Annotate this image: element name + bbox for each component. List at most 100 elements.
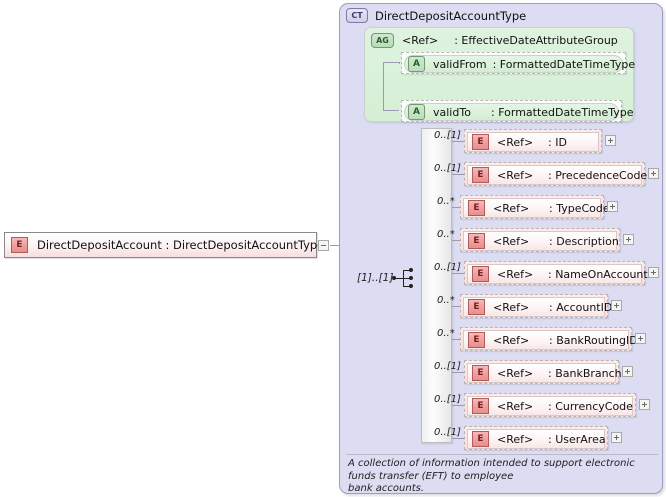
element-row-typecode[interactable]: E <Ref> : TypeCode <box>460 195 610 219</box>
element-row-nameonaccount[interactable]: E <Ref> : NameOnAccount <box>464 261 648 285</box>
element-row-precedencecode[interactable]: E <Ref> : PrecedenceCode <box>464 162 647 186</box>
element-inner-typecode: E <Ref> : TypeCode <box>463 198 610 218</box>
connector-attrgroup-vertical <box>383 62 384 110</box>
sequence-cardinality: [1]..[1] <box>357 272 394 284</box>
attribute-icon: A <box>408 56 425 72</box>
connector-element-4 <box>452 240 460 241</box>
element-expand-toggle[interactable] <box>611 300 622 311</box>
element-inner-bankbranch: E <Ref> : BankBranch <box>467 363 622 383</box>
element-ref: <Ref> <box>493 201 530 215</box>
attribute-row-validto[interactable]: A validTo : FormattedDateTimeType <box>401 100 634 122</box>
element-inner-id: E <Ref> : ID <box>467 132 599 152</box>
element-expand-toggle[interactable] <box>605 135 616 146</box>
element-ref: <Ref> <box>497 168 534 182</box>
connector-attr-1 <box>383 62 399 63</box>
connector-element-2 <box>452 174 464 175</box>
element-inner-userarea: E <Ref> : UserArea <box>467 429 606 449</box>
attribute-name: validTo <box>433 105 471 119</box>
element-type: : BankBranch <box>548 366 622 380</box>
connector-element-5 <box>452 273 464 274</box>
element-cardinality: 0..[1] <box>434 163 461 174</box>
element-inner-bankroutingid: E <Ref> : BankRoutingID <box>463 330 638 350</box>
attribute-name: validFrom <box>433 57 487 71</box>
element-ref: <Ref> <box>493 234 530 248</box>
attribute-icon: A <box>408 104 425 120</box>
element-icon: E <box>472 266 489 282</box>
element-icon: E <box>11 237 28 253</box>
element-icon: E <box>472 431 489 447</box>
element-expand-toggle[interactable] <box>611 432 622 443</box>
element-cardinality: 0..[1] <box>434 427 461 438</box>
sequence-compositor-icon[interactable] <box>392 268 422 288</box>
connector-attr-1-drop <box>399 62 400 64</box>
element-type: : CurrencyCode <box>548 399 633 413</box>
element-ref: <Ref> <box>497 432 534 446</box>
complextype-annotation: A collection of information intended to … <box>348 458 635 494</box>
element-icon: E <box>472 134 489 150</box>
sequence-panel <box>421 128 452 443</box>
element-type: : ID <box>548 135 567 149</box>
connector-element-10 <box>452 438 464 439</box>
element-row-bankbranch[interactable]: E <Ref> : BankBranch <box>464 360 622 384</box>
element-row-currencycode[interactable]: E <Ref> : CurrencyCode <box>464 393 636 417</box>
element-cardinality: 0..* <box>437 229 455 240</box>
element-ref: <Ref> <box>493 300 530 314</box>
element-inner-precedencecode: E <Ref> : PrecedenceCode <box>467 165 647 185</box>
element-icon: E <box>468 200 485 216</box>
element-cardinality: 0..[1] <box>434 130 461 141</box>
element-icon: E <box>472 398 489 414</box>
connector-element-9 <box>452 405 464 406</box>
element-expand-toggle[interactable] <box>635 333 646 344</box>
attribute-inner-validto: A validTo : FormattedDateTimeType <box>404 103 634 121</box>
attribute-inner-validfrom: A validFrom : FormattedDateTimeType <box>404 55 635 73</box>
element-expand-toggle[interactable] <box>648 267 659 278</box>
attribute-group-ref: <Ref> <box>402 34 439 47</box>
attribute-group-icon: AG <box>371 33 394 48</box>
element-inner-description: E <Ref> : Description <box>463 231 619 251</box>
element-icon: E <box>472 365 489 381</box>
element-icon: E <box>468 299 485 315</box>
connector-attr-2 <box>383 110 399 111</box>
attribute-group-header: AG <Ref> : EffectiveDateAttributeGroup <box>371 33 618 48</box>
complextype-header: CT DirectDepositAccountType <box>346 8 526 23</box>
connector-element-8 <box>452 372 464 373</box>
root-element-collapse-toggle[interactable] <box>318 240 329 251</box>
complextype-title: DirectDepositAccountType <box>375 8 527 23</box>
attribute-group-box[interactable]: AG <Ref> : EffectiveDateAttributeGroup A… <box>364 27 635 122</box>
element-cardinality: 0..* <box>437 196 455 207</box>
attribute-type: : FormattedDateTimeType <box>491 105 634 119</box>
element-expand-toggle[interactable] <box>622 366 633 377</box>
element-type: : NameOnAccount <box>548 267 648 281</box>
element-cardinality: 0..[1] <box>434 394 461 405</box>
attribute-group-type: : EffectiveDateAttributeGroup <box>454 34 618 47</box>
element-type: : PrecedenceCode <box>548 168 648 182</box>
element-row-id[interactable]: E <Ref> : ID <box>464 129 602 153</box>
element-cardinality: 0..* <box>437 295 455 306</box>
connector-element-6 <box>452 306 460 307</box>
element-ref: <Ref> <box>497 366 534 380</box>
element-ref: <Ref> <box>497 135 534 149</box>
element-type: : BankRoutingID <box>549 333 638 347</box>
attribute-row-validfrom[interactable]: A validFrom : FormattedDateTimeType <box>401 52 635 74</box>
element-type: : UserArea <box>548 432 606 446</box>
element-inner-accountid: E <Ref> : AccountID <box>463 297 612 317</box>
element-row-accountid[interactable]: E <Ref> : AccountID <box>460 294 612 318</box>
connector-element-3 <box>452 207 460 208</box>
connector-element-7 <box>452 339 460 340</box>
element-type: : TypeCode <box>549 201 610 215</box>
element-inner-currencycode: E <Ref> : CurrencyCode <box>467 396 633 416</box>
element-expand-toggle[interactable] <box>607 201 618 212</box>
element-cardinality: 0..* <box>437 328 455 339</box>
root-element-box[interactable]: E DirectDepositAccount : DirectDepositAc… <box>4 232 324 258</box>
element-icon: E <box>468 332 485 348</box>
element-expand-toggle[interactable] <box>648 168 659 179</box>
element-row-userarea[interactable]: E <Ref> : UserArea <box>464 426 608 450</box>
element-row-description[interactable]: E <Ref> : Description <box>460 228 620 252</box>
element-cardinality: 0..[1] <box>434 262 461 273</box>
element-expand-toggle[interactable] <box>639 399 650 410</box>
connector-element-1 <box>452 141 464 142</box>
element-row-bankroutingid[interactable]: E <Ref> : BankRoutingID <box>460 327 638 351</box>
element-icon: E <box>468 233 485 249</box>
element-expand-toggle[interactable] <box>623 234 634 245</box>
element-cardinality: 0..[1] <box>434 361 461 372</box>
